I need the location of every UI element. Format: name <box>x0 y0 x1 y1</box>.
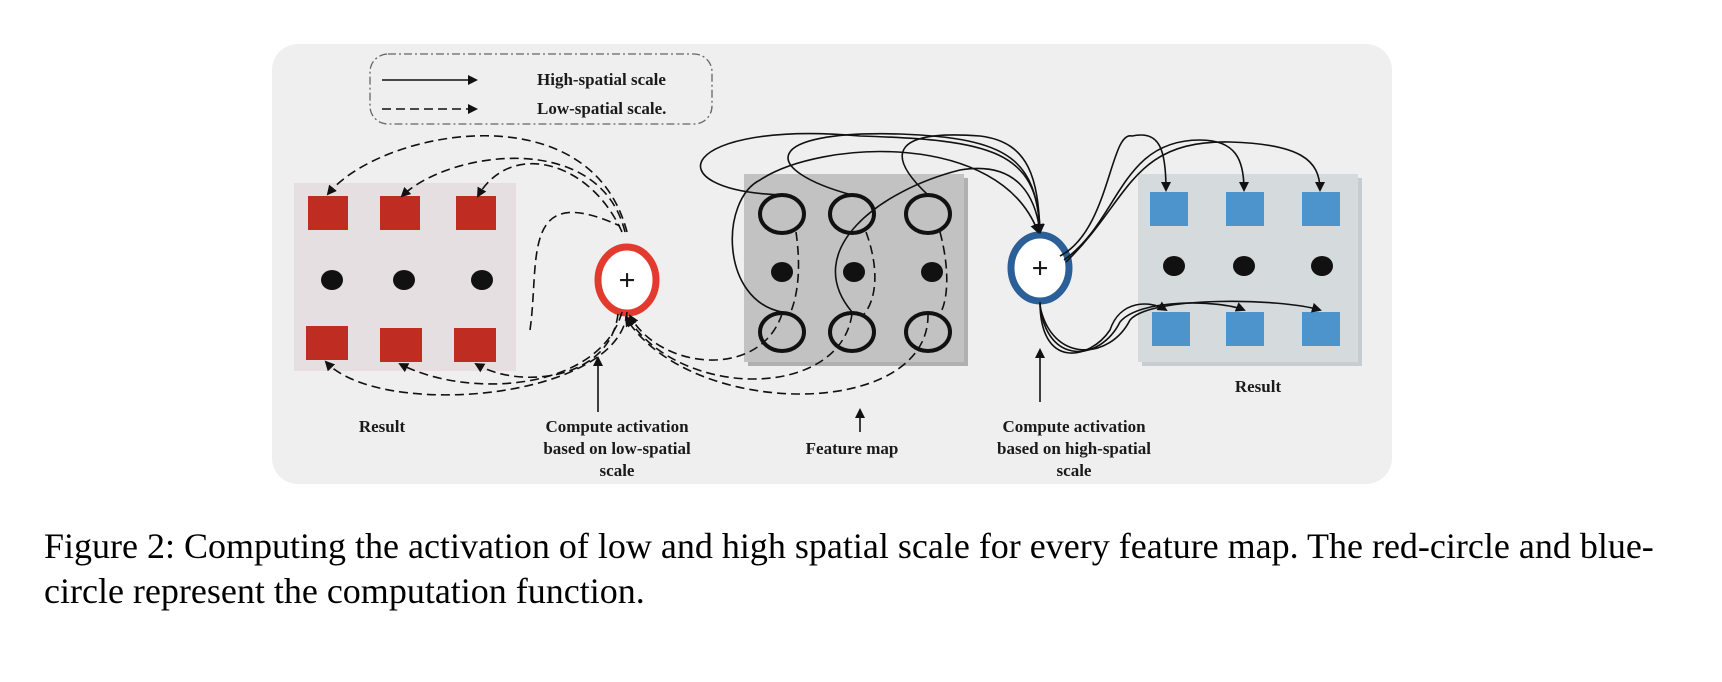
blue-square <box>1150 192 1188 226</box>
red-square <box>306 326 348 360</box>
red-square <box>308 196 348 230</box>
blue-square <box>1152 312 1190 346</box>
feature-map-box <box>744 174 968 366</box>
red-square <box>456 196 496 230</box>
plus-icon: + <box>618 264 635 297</box>
dot <box>471 270 493 290</box>
high-spatial-operator: + <box>1007 231 1073 305</box>
dot <box>1311 256 1333 276</box>
legend-dashed-label: Low-spatial scale. <box>537 99 666 118</box>
dot <box>321 270 343 290</box>
right-result-box <box>1138 174 1362 366</box>
dot <box>393 270 415 290</box>
dot <box>921 262 943 282</box>
low-spatial-connections <box>324 134 948 396</box>
blue-square <box>1302 312 1340 346</box>
high-spatial-connections <box>699 132 1325 354</box>
red-square <box>380 196 420 230</box>
compute-high-label-line3: scale <box>1057 461 1092 480</box>
red-square <box>454 328 496 362</box>
compute-high-label-line2: based on high-spatial <box>997 439 1151 458</box>
plus-icon: + <box>1031 252 1048 285</box>
figure-caption: Figure 2: Computing the activation of lo… <box>44 526 1654 611</box>
blue-square <box>1302 192 1340 226</box>
dot <box>843 262 865 282</box>
low-spatial-operator: + <box>594 243 660 317</box>
compute-low-label-line2: based on low-spatial <box>543 439 691 458</box>
left-result-box <box>294 183 516 371</box>
feature-circle <box>904 311 952 353</box>
result-left-label: Result <box>359 417 406 436</box>
blue-square <box>1226 312 1264 346</box>
blue-square <box>1226 192 1264 226</box>
legend: High-spatial scale Low-spatial scale. <box>369 53 713 125</box>
result-right-label: Result <box>1235 377 1282 396</box>
legend-solid-label: High-spatial scale <box>537 70 666 89</box>
dot <box>771 262 793 282</box>
dot <box>1233 256 1255 276</box>
feature-map-label: Feature map <box>806 439 899 458</box>
red-square <box>380 328 422 362</box>
blue-circle <box>1007 231 1073 305</box>
feature-circle <box>828 311 876 353</box>
feature-circle <box>758 311 806 353</box>
compute-low-label-line3: scale <box>600 461 635 480</box>
compute-low-label-line1: Compute activation <box>545 417 689 436</box>
dot <box>1163 256 1185 276</box>
compute-high-label-line1: Compute activation <box>1002 417 1146 436</box>
legend-box <box>369 53 713 125</box>
